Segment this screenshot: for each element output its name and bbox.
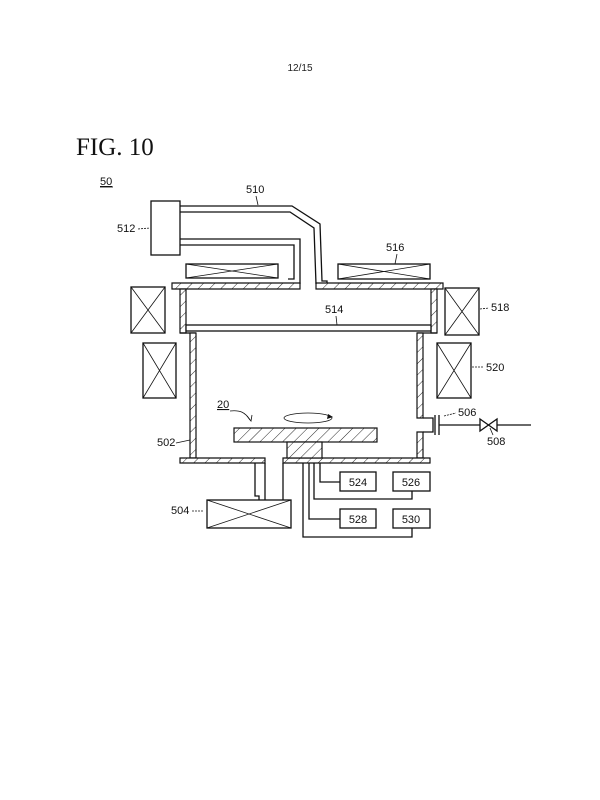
label-upper-side-coil: 518	[491, 302, 509, 314]
svg-text:528: 528	[349, 514, 367, 526]
svg-text:526: 526	[402, 477, 420, 489]
gas-source-box	[150, 200, 181, 256]
label-wafer: 20	[217, 399, 229, 411]
label-motor: 504	[171, 505, 189, 517]
top-coil-right	[337, 263, 431, 280]
label-apparatus: 50	[100, 176, 112, 188]
page-number: 12/15	[287, 63, 312, 74]
label-lower-side-coil: 520	[486, 362, 504, 374]
chamber-wall-left	[189, 332, 197, 459]
motor	[206, 499, 292, 529]
lower-side-coil-left	[142, 342, 177, 399]
label-gas-line: 510	[246, 184, 264, 196]
unit-524: 524	[339, 471, 377, 492]
chamber-wall-right	[416, 332, 424, 459]
wafer-stage	[233, 427, 378, 443]
gas-line	[180, 205, 328, 285]
label-valve: 508	[487, 436, 505, 448]
svg-text:530: 530	[402, 514, 420, 526]
lower-side-coil-right	[436, 342, 472, 399]
unit-526: 526	[392, 471, 431, 492]
label-shower-plate: 514	[325, 304, 343, 316]
top-coil-left	[185, 263, 279, 279]
shower-plate	[185, 324, 432, 332]
label-port: 506	[458, 407, 476, 419]
unit-528: 528	[339, 508, 377, 529]
rotation-arrow-icon	[283, 412, 333, 424]
figure-title: FIG. 10	[76, 134, 154, 161]
svg-text:524: 524	[349, 477, 367, 489]
upper-side-coil-left	[130, 286, 166, 334]
label-gas-source: 512	[117, 223, 135, 235]
upper-side-coil-right	[444, 287, 480, 336]
unit-530: 530	[392, 508, 431, 529]
label-chamber: 502	[157, 437, 175, 449]
valve-icon	[479, 417, 498, 433]
label-top-coil: 516	[386, 242, 404, 254]
stage-pedestal	[286, 441, 323, 459]
